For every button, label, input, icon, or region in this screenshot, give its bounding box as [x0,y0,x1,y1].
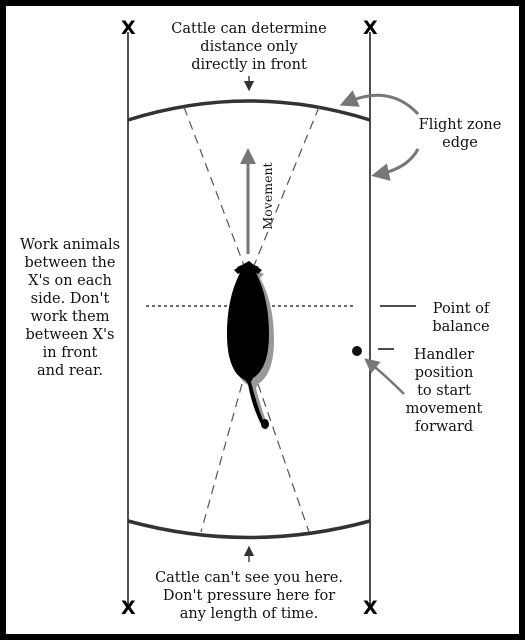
flight-zone-diagram [127,32,420,606]
handler-arrow [364,358,405,395]
top-note-label: Cattle can determine distance only direc… [171,21,327,73]
movement-label: Movement [260,162,275,230]
x-marker-top-right: X [363,17,378,39]
handler-position-label: Handler position to start movement forwa… [405,347,483,435]
bottom-note-label: Cattle can't see you here. Don't pressur… [155,570,343,622]
vision-line-rear-left [200,383,243,533]
movement-arrowhead [240,148,256,164]
cow-silhouette [227,261,274,430]
handler-dot [352,346,362,356]
diagram-frame: X X X X Cattle can determine distance on… [6,6,519,634]
flight-zone-edge-bottom [127,519,371,540]
flight-zone-arrow-bottom [371,148,420,181]
work-animals-label: Work animals between the X's on each sid… [19,237,121,379]
vision-line-rear-right [257,383,310,533]
vision-line-front-left [183,106,246,269]
x-marker-top-left: X [121,17,136,39]
flight-zone-edge-top [127,99,371,122]
flight-zone-edge-label: Flight zone edge [418,117,502,151]
x-marker-bottom-right: X [363,597,378,619]
point-of-balance-label: Point of balance [432,301,490,335]
flight-zone-arrow-top [339,90,420,116]
x-marker-bottom-left: X [121,597,136,619]
